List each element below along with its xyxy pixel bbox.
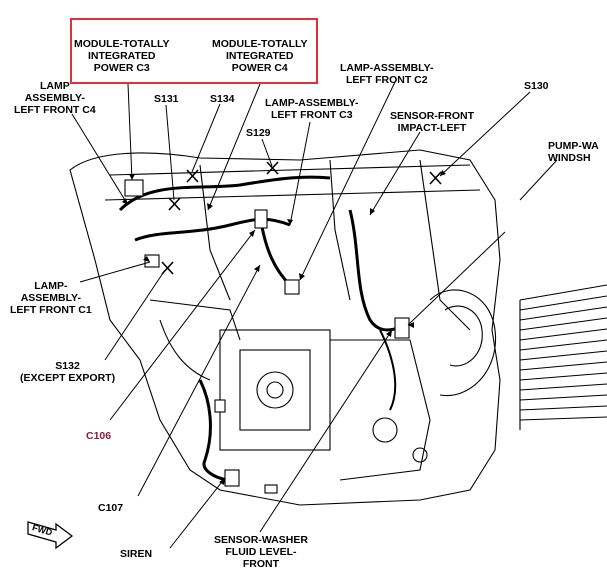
callout-lamp-c3: LAMP-ASSEMBLY-LEFT FRONT C3 [265, 97, 359, 121]
callout-s131: S131 [154, 93, 179, 105]
callout-s134: S134 [210, 93, 235, 105]
callout-lamp-c2: LAMP-ASSEMBLY-LEFT FRONT C2 [340, 62, 434, 86]
highlight-box [70, 18, 318, 84]
callout-siren: SIREN [120, 548, 153, 560]
callout-s130: S130 [524, 80, 549, 92]
callout-lamp-c1: LAMP-ASSEMBLY-LEFT FRONT C1 [10, 280, 92, 316]
callout-c106: C106 [86, 430, 112, 442]
fwd-arrow-icon [27, 521, 74, 550]
callout-s129: S129 [246, 127, 271, 139]
callout-c107: C107 [98, 502, 124, 514]
callout-s132: S132(EXCEPT EXPORT) [20, 360, 116, 384]
